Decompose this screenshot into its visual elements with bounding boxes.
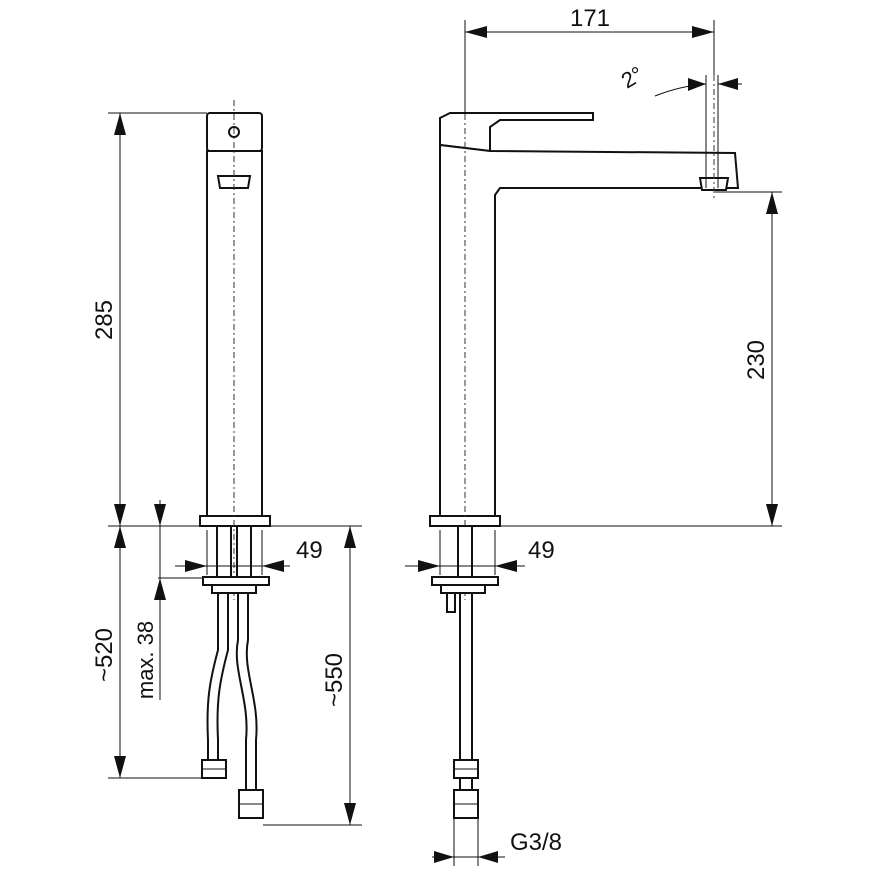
side-body-spout xyxy=(439,143,740,517)
dim-base-side-label: 49 xyxy=(528,537,555,564)
dim-max-counter: max. 38 xyxy=(133,500,203,700)
dim-base-front: 49 xyxy=(175,530,323,575)
front-base xyxy=(199,515,271,527)
dim-spout-height: 230 xyxy=(500,191,782,527)
dim-max-counter-label: max. 38 xyxy=(133,621,158,699)
dim-total-height-label: 285 xyxy=(91,300,118,340)
dim-hose-length-1: ~520 xyxy=(91,526,202,779)
side-view: 171 2° 230 49 xyxy=(405,5,782,866)
dim-spout-angle-label: 2° xyxy=(617,61,648,93)
front-view: 285 ~520 max. 38 49 xyxy=(91,100,362,826)
dim-spout-reach-label: 171 xyxy=(570,5,610,32)
dim-spout-reach: 171 xyxy=(464,5,715,113)
front-hose-1 xyxy=(206,593,219,760)
dim-hose-length-2-label: ~550 xyxy=(321,653,348,707)
dim-connection-thread-label: G3/8 xyxy=(510,829,562,856)
dim-base-side: 49 xyxy=(405,530,555,575)
dim-total-height: 285 xyxy=(91,112,207,527)
dim-hose-length-1-label: ~520 xyxy=(91,628,118,682)
front-aerator xyxy=(216,175,252,189)
dim-spout-height-label: 230 xyxy=(743,340,770,380)
dim-connection-thread: G3/8 xyxy=(432,818,562,866)
side-lever xyxy=(439,112,594,153)
dim-base-front-label: 49 xyxy=(296,537,323,564)
front-hose-2 xyxy=(235,593,248,790)
dim-hose-length-2: ~550 xyxy=(263,525,362,826)
